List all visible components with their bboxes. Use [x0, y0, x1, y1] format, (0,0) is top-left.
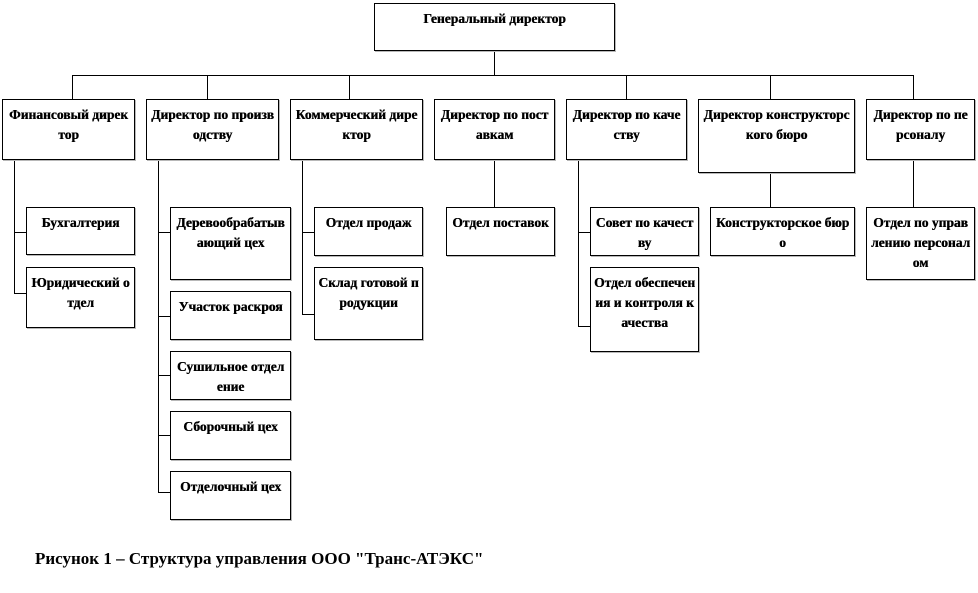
personnel-director-box: Директор по персоналу [866, 99, 975, 160]
drying-section-box: Сушильное отделение [170, 351, 291, 400]
connector [158, 435, 171, 436]
finished-goods-warehouse-box: Склад готовой продукции [314, 267, 423, 340]
general-director-box: Генеральный директор [374, 3, 615, 51]
connector [207, 75, 208, 99]
connector [72, 75, 913, 76]
woodworking-shop-box: Деревообрабатывающий цех [170, 207, 291, 280]
connector [770, 172, 771, 208]
connector [913, 75, 914, 99]
connector [578, 160, 579, 326]
connector [14, 293, 27, 294]
connector [72, 75, 73, 99]
assembly-shop-box: Сборочный цех [170, 411, 291, 460]
quality-council-box: Совет по качеству [590, 207, 699, 256]
connector [578, 232, 591, 233]
legal-department-box: Юридический отдел [26, 267, 135, 328]
connector [349, 75, 350, 99]
connector [578, 326, 591, 327]
connector [494, 160, 495, 208]
cutting-section-box: Участок раскроя [170, 291, 291, 340]
connector [302, 232, 315, 233]
design-bureau-box: Конструкторское бюро [710, 207, 855, 256]
connector [770, 75, 771, 99]
connector [14, 232, 27, 233]
connector [158, 160, 159, 492]
connector [302, 160, 303, 314]
finishing-shop-box: Отделочный цех [170, 471, 291, 520]
connector [302, 314, 315, 315]
quality-assurance-department-box: Отдел обеспечения и контроля качества [590, 267, 699, 352]
connector [158, 492, 171, 493]
connector [158, 316, 171, 317]
accounting-box: Бухгалтерия [26, 207, 135, 255]
connector [158, 375, 171, 376]
procurement-department-box: Отдел поставок [446, 207, 555, 256]
connector [626, 75, 627, 99]
commercial-director-box: Коммерческий директор [290, 99, 423, 160]
connector [494, 50, 495, 75]
figure-caption: Рисунок 1 – Структура управления ООО "Тр… [35, 549, 484, 568]
finance-director-box: Финансовый директор [2, 99, 135, 160]
hr-department-box: Отдел по управлению персоналом [866, 207, 975, 280]
production-director-box: Директор по производству [146, 99, 279, 160]
supply-director-box: Директор по поставкам [434, 99, 555, 160]
connector [14, 160, 15, 293]
connector [158, 232, 171, 233]
design-director-box: Директор конструкторского бюро [698, 99, 855, 173]
quality-director-box: Директор по качеству [566, 99, 687, 160]
connector [913, 160, 914, 208]
sales-department-box: Отдел продаж [314, 207, 423, 256]
